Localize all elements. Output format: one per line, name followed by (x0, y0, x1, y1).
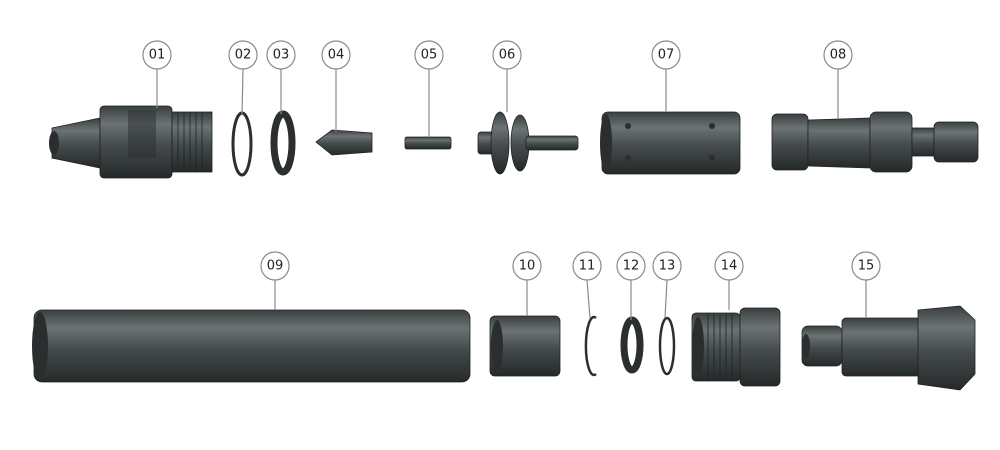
part-11-snap-ring (584, 315, 597, 377)
callout-14: 14 (714, 251, 744, 281)
callout-01: 01 (142, 40, 172, 70)
svg-text:14: 14 (721, 259, 738, 274)
callout-15: 15 (851, 251, 881, 281)
callout-08: 08 (823, 40, 853, 70)
svg-text:06: 06 (499, 48, 516, 63)
part-12-retaining-ring (620, 316, 644, 374)
callout-12: 12 (616, 251, 646, 281)
svg-text:10: 10 (519, 259, 536, 274)
svg-text:12: 12 (623, 259, 640, 274)
part-05-pin (404, 136, 452, 150)
svg-text:04: 04 (328, 48, 345, 63)
leader-lines (156, 68, 867, 320)
svg-text:11: 11 (579, 259, 596, 274)
svg-text:01: 01 (149, 48, 166, 63)
part-15-drill-bit (801, 305, 976, 391)
callout-09: 09 (260, 251, 290, 281)
callout-13: 13 (652, 251, 682, 281)
part-06-air-distributor (477, 111, 579, 175)
part-09-outer-tube (32, 309, 471, 383)
part-07-inner-cylinder (600, 111, 741, 175)
part-02-o-ring (231, 111, 253, 177)
part-13-o-ring (658, 316, 676, 376)
svg-text:03: 03 (273, 48, 290, 63)
part-01-top-sub (49, 105, 213, 179)
part-04-check-valve (315, 129, 373, 156)
callout-02: 02 (228, 40, 258, 70)
part-10-guide-sleeve (489, 315, 561, 377)
svg-text:09: 09 (267, 259, 284, 274)
callout-05: 05 (414, 40, 444, 70)
callout-10: 10 (512, 251, 542, 281)
svg-text:08: 08 (830, 48, 847, 63)
part-08-piston (771, 111, 979, 173)
svg-text:13: 13 (659, 259, 676, 274)
callout-06: 06 (492, 40, 522, 70)
svg-text:15: 15 (858, 259, 875, 274)
part-14-chuck (691, 307, 781, 387)
svg-text:05: 05 (421, 48, 438, 63)
callout-03: 03 (266, 40, 296, 70)
callout-11: 11 (572, 251, 602, 281)
svg-text:02: 02 (235, 48, 252, 63)
callout-07: 07 (651, 40, 681, 70)
svg-text:07: 07 (658, 48, 675, 63)
part-03-seal-ring (270, 110, 296, 176)
callout-04: 04 (321, 40, 351, 70)
